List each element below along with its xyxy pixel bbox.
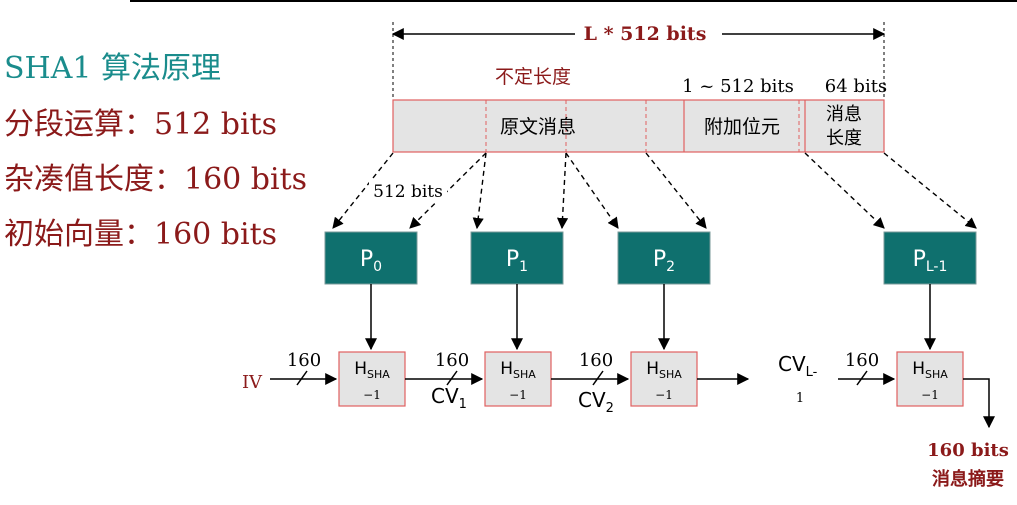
hash-length-text: 杂凑值长度：160 bits bbox=[4, 162, 308, 197]
cvl-width-label: 160 bbox=[845, 350, 879, 371]
cv1-label: CV1 bbox=[431, 384, 467, 412]
svg-text:HSHA: HSHA bbox=[500, 359, 536, 381]
hash-box-4: HSHA −1 bbox=[896, 351, 964, 407]
block-size-label: 512 bits bbox=[373, 182, 443, 202]
svg-text:−1: −1 bbox=[655, 388, 673, 402]
digest-bits-label: 160 bits bbox=[927, 440, 1009, 461]
svg-text:HSHA: HSHA bbox=[912, 359, 948, 381]
iv-width-label: 160 bbox=[287, 350, 321, 371]
hash-box-2: HSHA −1 bbox=[484, 351, 552, 407]
svg-text:P2: P2 bbox=[653, 247, 675, 275]
svg-text:−1: −1 bbox=[509, 388, 527, 402]
hash-box-3: HSHA −1 bbox=[630, 351, 698, 407]
svg-text:−1: −1 bbox=[921, 388, 939, 402]
block-to-hash-arrows bbox=[365, 284, 936, 351]
svg-text:−1: −1 bbox=[363, 388, 381, 402]
cvl-sub-continuation: 1 bbox=[796, 391, 804, 406]
variable-length-label: 不定长度 bbox=[495, 66, 571, 88]
svg-text:PL-1: PL-1 bbox=[913, 247, 948, 275]
total-length-dimension: L * 512 bits bbox=[391, 22, 886, 98]
block-pl1: PL-1 bbox=[883, 231, 977, 285]
page-title: SHA1 算法原理 bbox=[4, 51, 222, 86]
length-field-label-2: 长度 bbox=[826, 128, 862, 149]
block-p2: P2 bbox=[617, 231, 711, 285]
svg-text:HSHA: HSHA bbox=[354, 359, 390, 381]
hash-box-1: HSHA −1 bbox=[338, 351, 406, 407]
cv2-label: CV2 bbox=[578, 388, 614, 416]
cv2-width-label: 160 bbox=[579, 350, 613, 371]
padding-range-label: 1 ~ 512 bits bbox=[682, 76, 794, 97]
block-p1: P1 bbox=[470, 231, 564, 285]
split-arrows bbox=[332, 152, 977, 230]
svg-text:P1: P1 bbox=[506, 247, 528, 275]
digest-label: 消息摘要 bbox=[932, 468, 1004, 490]
original-message-label: 原文消息 bbox=[500, 116, 576, 138]
chaining-arrows bbox=[270, 370, 995, 429]
block-p0: P0 bbox=[324, 231, 418, 285]
length-size-label: 64 bits bbox=[825, 76, 887, 97]
message-bar: 原文消息 附加位元 消息 长度 bbox=[392, 99, 885, 153]
svg-text:P0: P0 bbox=[360, 247, 382, 275]
padding-label: 附加位元 bbox=[704, 116, 780, 138]
iv-length-text: 初始向量：160 bits bbox=[4, 217, 278, 252]
cvl-label: CVL- bbox=[778, 352, 818, 380]
segment-size-text: 分段运算：512 bits bbox=[4, 107, 278, 142]
length-field-label-1: 消息 bbox=[826, 104, 862, 125]
iv-label: IV bbox=[242, 372, 263, 393]
cv1-width-label: 160 bbox=[435, 350, 469, 371]
total-length-label: L * 512 bits bbox=[584, 23, 707, 45]
top-rule bbox=[130, 0, 1017, 2]
svg-text:HSHA: HSHA bbox=[646, 359, 682, 381]
